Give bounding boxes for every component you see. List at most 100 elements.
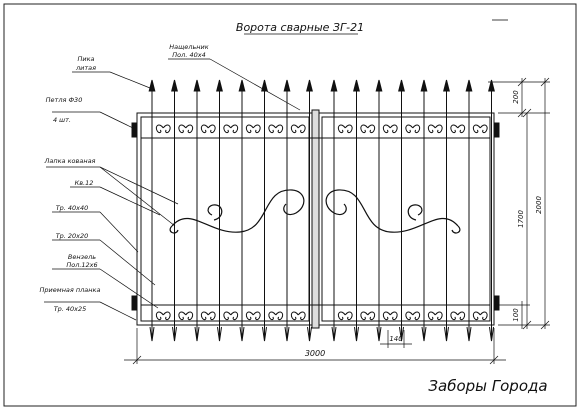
bottom-scroll bbox=[223, 311, 232, 321]
bottom-spike bbox=[331, 326, 337, 342]
hinge-left-bottom bbox=[131, 295, 138, 311]
bottom-scroll bbox=[344, 311, 353, 321]
dim-spike-gap: 140 bbox=[389, 335, 403, 343]
bottom-scroll bbox=[479, 311, 488, 321]
dim-overall-height: 2000 bbox=[535, 196, 543, 214]
top-scroll bbox=[252, 124, 261, 134]
bottom-spike bbox=[239, 326, 245, 342]
callout-planka-1: Приемная планка bbox=[40, 286, 101, 294]
bottom-scroll bbox=[389, 311, 398, 321]
bottom-scroll bbox=[268, 311, 277, 321]
bottom-scroll bbox=[382, 311, 391, 321]
bottom-scroll bbox=[472, 311, 481, 321]
dim-top-height: 200 bbox=[512, 90, 520, 104]
top-scroll bbox=[162, 124, 171, 134]
gate-drawing bbox=[131, 79, 500, 342]
bottom-spike bbox=[284, 326, 290, 342]
top-scroll bbox=[185, 124, 194, 134]
top-scroll bbox=[427, 124, 436, 134]
bottom-scroll bbox=[290, 311, 299, 321]
bottom-scroll bbox=[297, 311, 306, 321]
spike-tip bbox=[398, 79, 405, 92]
bottom-scroll bbox=[185, 311, 194, 321]
right-leaf-inner bbox=[321, 116, 491, 322]
spike-tip bbox=[353, 79, 360, 92]
drawing-title: Ворота сварные ЗГ-21 bbox=[236, 21, 364, 34]
top-scroll bbox=[434, 124, 443, 134]
bottom-spike bbox=[421, 326, 427, 342]
callout-pika-2: литая bbox=[75, 64, 96, 72]
bottom-scroll bbox=[275, 311, 284, 321]
spike-tip bbox=[330, 79, 338, 92]
leader-lines bbox=[44, 58, 301, 321]
dim-frame-height: 1700 bbox=[517, 210, 525, 228]
top-scroll bbox=[223, 124, 232, 134]
top-scroll bbox=[412, 124, 421, 134]
top-scroll bbox=[337, 124, 346, 134]
right-leaf-frame bbox=[317, 112, 495, 326]
scroll-decorations bbox=[155, 124, 488, 321]
central-ornament bbox=[169, 189, 461, 234]
top-scroll bbox=[344, 124, 353, 134]
top-scroll bbox=[207, 124, 216, 134]
top-scroll bbox=[230, 124, 239, 134]
spike-tip bbox=[420, 79, 428, 92]
spike-tip bbox=[465, 79, 473, 92]
bottom-scroll bbox=[207, 311, 216, 321]
callout-pika-1: Пика bbox=[77, 55, 94, 63]
dim-bottom-height: 100 bbox=[512, 308, 520, 322]
bottom-scroll bbox=[178, 311, 187, 321]
hinge-right-bottom bbox=[493, 295, 500, 311]
bottom-scroll bbox=[155, 311, 164, 321]
bottom-scroll bbox=[230, 311, 239, 321]
bottom-spike bbox=[376, 326, 382, 342]
vertical-bars bbox=[148, 79, 495, 342]
dimension-lines bbox=[124, 77, 550, 365]
bottom-scroll bbox=[200, 311, 209, 321]
callout-lapka: Лапка кованая bbox=[44, 157, 96, 165]
callout-nashelnik-2: Пол. 40х4 bbox=[172, 51, 205, 59]
spike-tip bbox=[306, 79, 313, 92]
callout-tr20: Тр. 20х20 bbox=[56, 232, 89, 240]
bottom-scroll bbox=[252, 311, 261, 321]
callout-tr40: Тр. 40х40 bbox=[56, 204, 89, 212]
bottom-spike bbox=[262, 326, 267, 342]
spike-tip bbox=[216, 79, 223, 92]
spike-tip bbox=[171, 79, 178, 92]
bottom-scroll bbox=[434, 311, 443, 321]
spike-tip bbox=[193, 79, 201, 92]
top-scroll bbox=[382, 124, 391, 134]
bottom-scroll bbox=[457, 311, 466, 321]
dim-overall-width: 3000 bbox=[305, 349, 325, 358]
top-scroll bbox=[479, 124, 488, 134]
callout-planka-2: Тр. 40х25 bbox=[54, 305, 87, 313]
spike-tip bbox=[238, 79, 246, 92]
bottom-scroll bbox=[405, 311, 414, 321]
bottom-spike bbox=[217, 326, 222, 342]
bottom-spike bbox=[444, 326, 449, 342]
top-scroll bbox=[268, 124, 277, 134]
callout-venzel-1: Вензель bbox=[68, 253, 96, 261]
bottom-scroll bbox=[427, 311, 436, 321]
bottom-spike bbox=[307, 326, 312, 342]
bottom-scroll bbox=[367, 311, 376, 321]
bottom-spike bbox=[149, 326, 155, 342]
sheet-border bbox=[3, 3, 577, 407]
bottom-scroll bbox=[412, 311, 421, 321]
top-scroll bbox=[275, 124, 284, 134]
brand-name: Заборы Города bbox=[428, 377, 547, 395]
spike-tip bbox=[148, 79, 156, 92]
bottom-spike bbox=[172, 326, 177, 342]
top-scroll bbox=[297, 124, 306, 134]
bottom-scroll bbox=[162, 311, 171, 321]
bottom-spike bbox=[354, 326, 359, 342]
spike-tip bbox=[283, 79, 291, 92]
top-scroll bbox=[245, 124, 254, 134]
top-scroll bbox=[367, 124, 376, 134]
callout-nashelnik-1: Нащельник bbox=[169, 43, 208, 51]
bottom-scroll bbox=[450, 311, 459, 321]
bottom-spike bbox=[489, 326, 494, 342]
bottom-spike bbox=[194, 326, 200, 342]
bottom-scroll bbox=[245, 311, 254, 321]
